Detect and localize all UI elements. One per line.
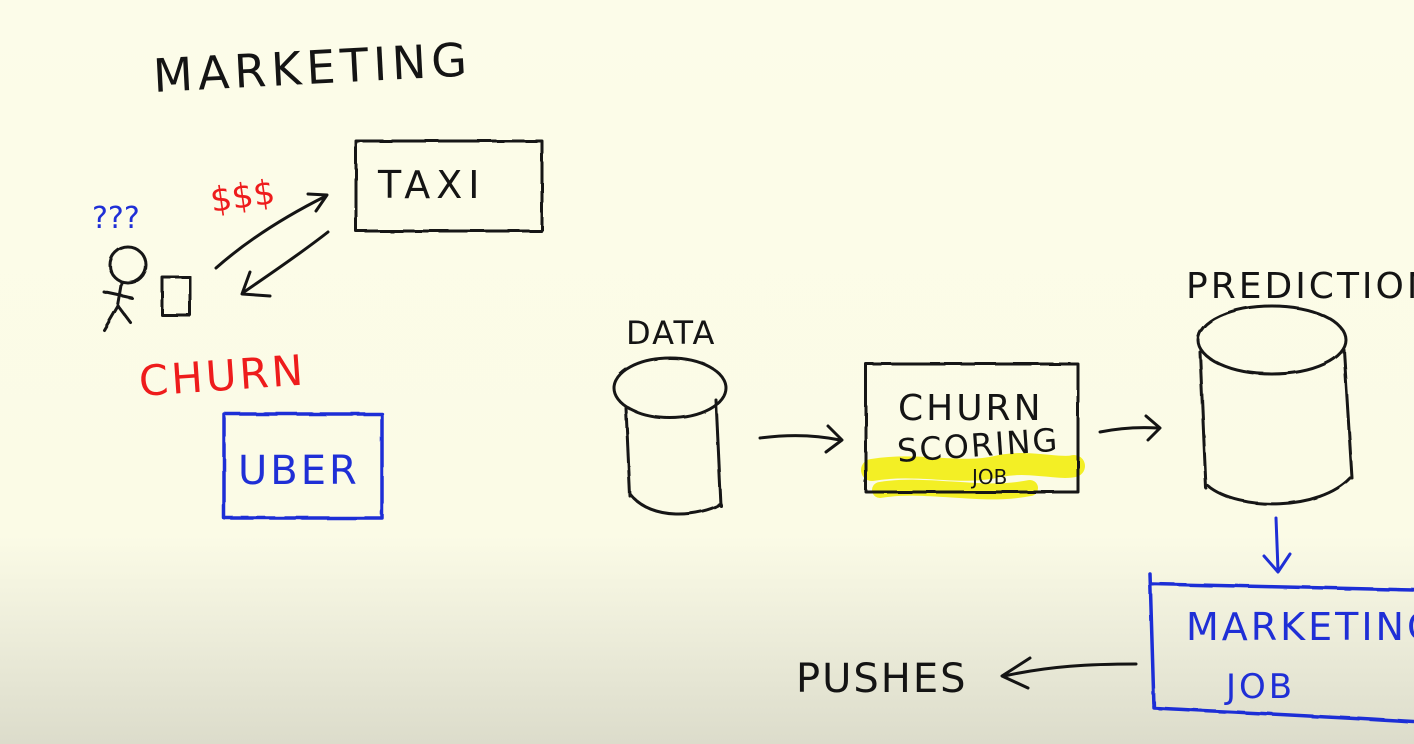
uber-label: UBER: [238, 448, 360, 494]
arrow-right-icon: [758, 424, 844, 454]
churn-label: CHURN: [137, 345, 307, 406]
job-title-line1: CHURN: [898, 388, 1044, 429]
marketing-heading: MARKETING: [152, 32, 473, 103]
highlighter-mark: [872, 479, 1038, 500]
question-marks: ???: [92, 201, 140, 236]
marketing-job-box: [1148, 572, 1414, 724]
highlighter-mark: [861, 453, 1085, 481]
predictions-label: PREDICTIONS: [1186, 266, 1414, 307]
arrow-down-icon: [1262, 516, 1292, 574]
job-title-line3: JOB: [970, 465, 1007, 489]
taxi-box: [354, 139, 544, 233]
marketing-job-line1: MARKETING: [1186, 605, 1414, 649]
phone-icon: [160, 275, 192, 317]
churn-scoring-job-frame: [864, 362, 1080, 494]
marketing-job-line2: JOB: [1224, 667, 1295, 707]
pushes-label: PUSHES: [796, 656, 968, 702]
database-icon: [1196, 304, 1354, 506]
churn-scoring-job-box: [861, 362, 1085, 500]
data-label: DATA: [626, 314, 716, 352]
uber-box: [222, 412, 384, 520]
arrow-to-taxi-icon: [214, 192, 329, 270]
arrow-right-icon: [1098, 414, 1162, 442]
money-label: $$$: [208, 172, 278, 221]
arrow-left-icon: [1000, 656, 1138, 690]
stick-figure-icon: [102, 245, 148, 332]
arrow-from-taxi-icon: [240, 230, 330, 298]
taxi-label: TAXI: [377, 163, 486, 207]
database-icon: [612, 356, 728, 516]
